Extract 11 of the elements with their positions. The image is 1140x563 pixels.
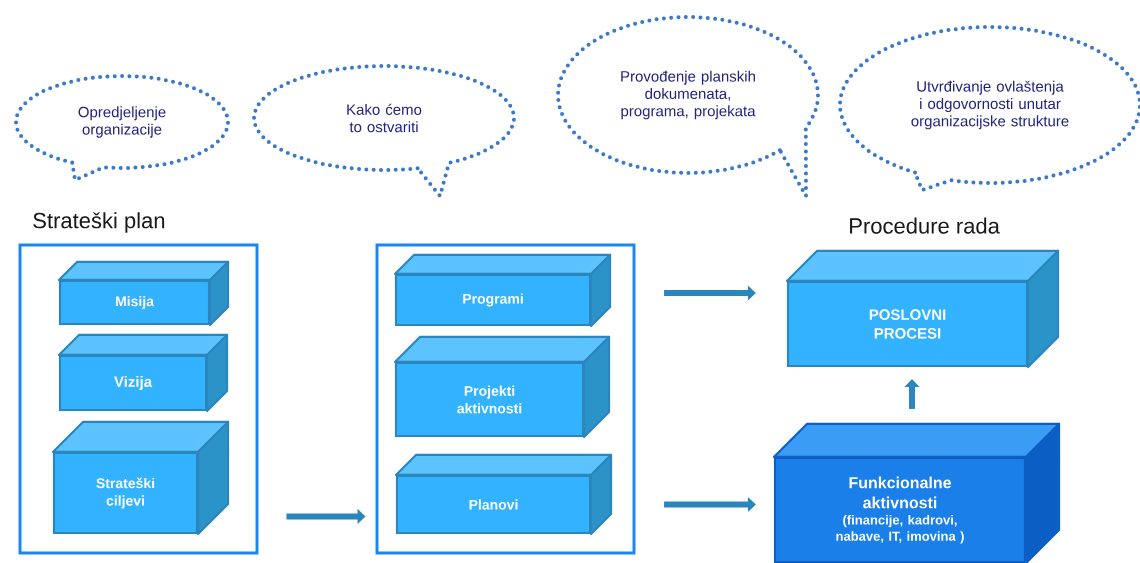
cuboid-box: Funkcionalne aktivnosti (financije, kadrovi, nabave, IT, imovina ) bbox=[772, 422, 1061, 563]
cuboid-box: Vizija bbox=[57, 333, 229, 413]
group-frame bbox=[375, 243, 636, 555]
group-heading: Procedure rada bbox=[850, 217, 1000, 234]
cuboid-box: Projekti aktivnosti bbox=[393, 335, 611, 439]
cuboid-box: Misija bbox=[57, 260, 230, 327]
group-heading: Strateški plan bbox=[33, 212, 165, 233]
cuboid-box: Programi bbox=[393, 253, 612, 328]
cuboid-box: POSLOVNI PROCESI bbox=[785, 249, 1060, 369]
cuboid-box: Strateški ciljevi bbox=[51, 420, 230, 536]
cuboid-box: Planovi bbox=[394, 453, 613, 536]
